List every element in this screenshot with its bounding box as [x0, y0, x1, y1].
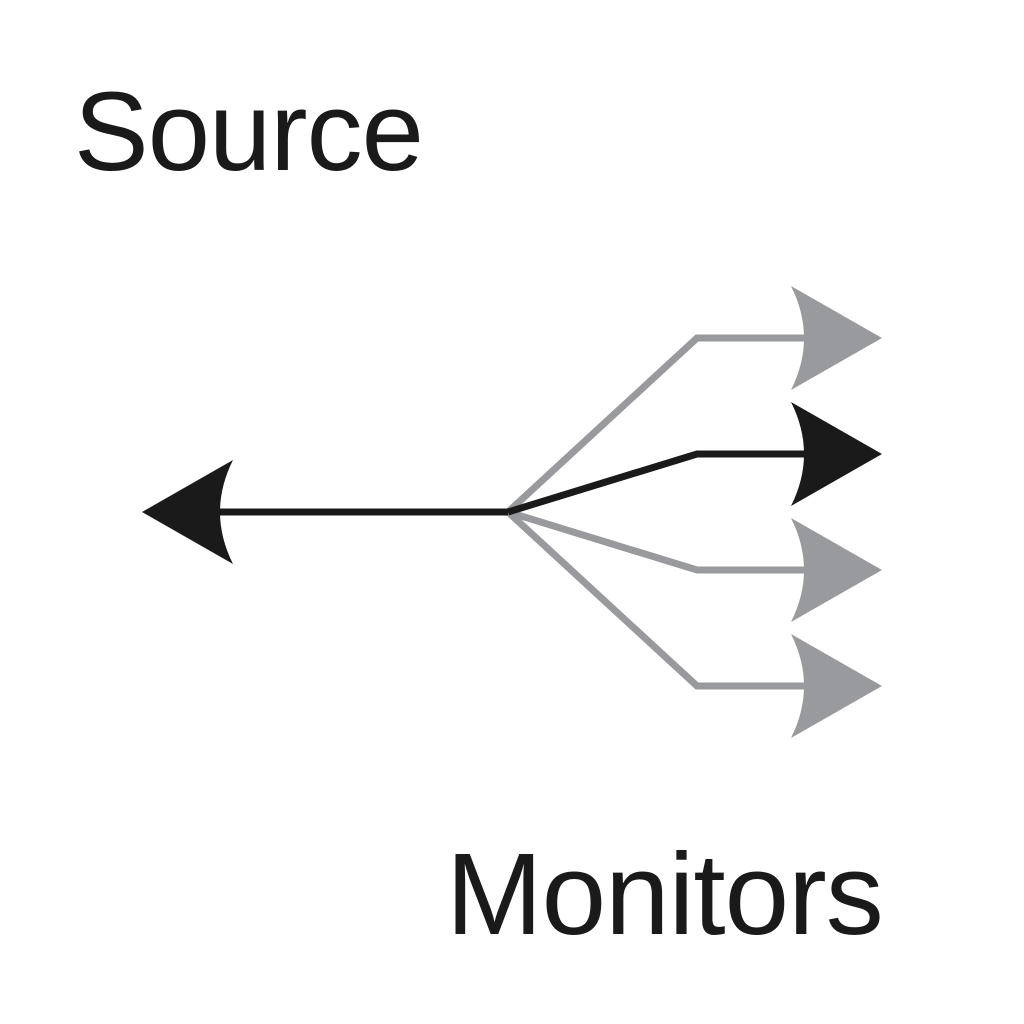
- monitor-arrow-2-head: [791, 402, 882, 506]
- monitors-label: Monitors: [446, 829, 884, 959]
- monitor-arrow-1: [505, 286, 882, 515]
- source-arrow: [142, 460, 508, 564]
- monitor-arrow-3-head: [791, 518, 882, 622]
- source-label: Source: [74, 69, 424, 194]
- monitor-arrow-2: [506, 402, 882, 516]
- monitor-arrow-4-shaft: [505, 509, 815, 690]
- monitor-arrow-4: [505, 509, 882, 738]
- monitor-arrow-3: [506, 508, 882, 622]
- monitor-arrow-3-shaft: [506, 508, 815, 574]
- monitor-arrow-4-head: [791, 634, 882, 738]
- monitor-arrow-1-head: [791, 286, 882, 390]
- source-arrow-head: [142, 460, 233, 564]
- monitor-arrow-1-shaft: [505, 334, 815, 515]
- monitor-arrow-2-shaft: [506, 450, 815, 516]
